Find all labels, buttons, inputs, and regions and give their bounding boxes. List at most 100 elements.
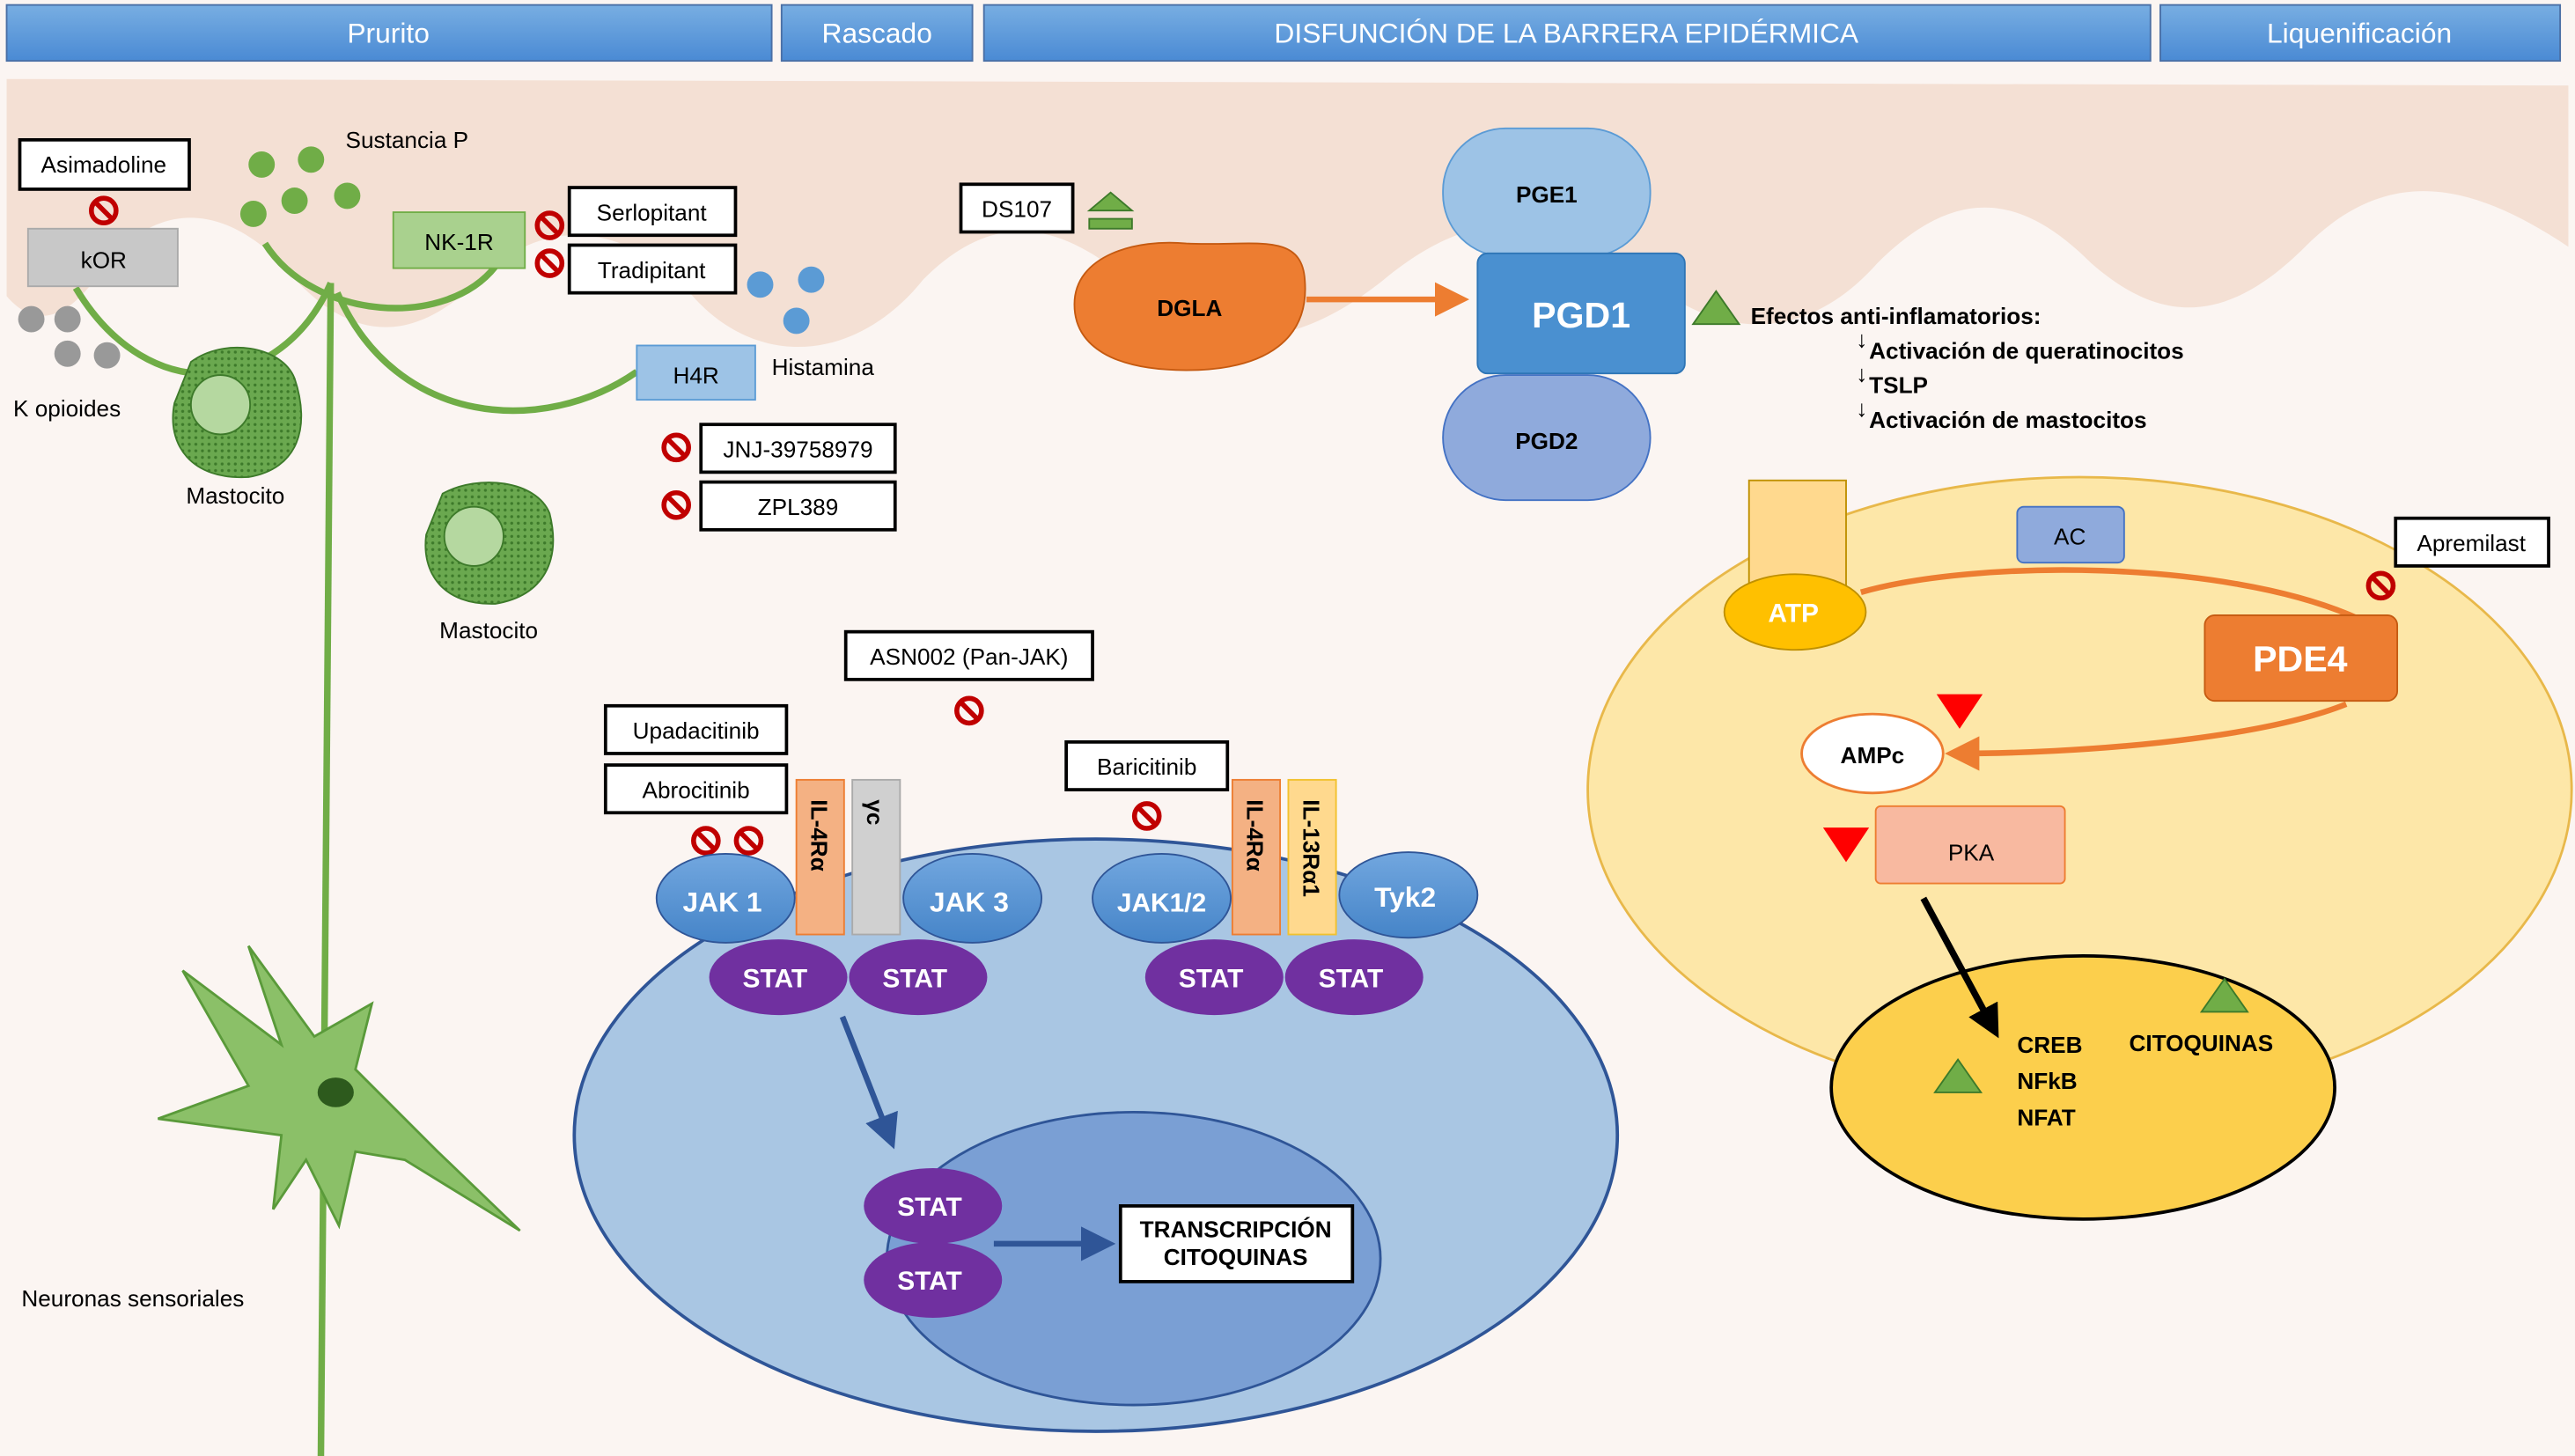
asn002-box xyxy=(843,629,1094,681)
jak1-label: JAK 1 xyxy=(683,886,762,917)
nfkb-label: NFkB xyxy=(2017,1068,2077,1094)
jak1: JAK 1 xyxy=(655,853,796,944)
citoquinas-label: CITOQUINAS xyxy=(1164,1244,1308,1270)
transcription-box xyxy=(1118,1204,1355,1283)
arrow-pka-to-nucleus xyxy=(1920,896,1999,1039)
transcripcion-label: TRANSCRIPCIÓN xyxy=(1140,1216,1332,1242)
header-liquenificacion-label: Liquenificación xyxy=(2267,18,2452,49)
sustancia-p-label: Sustancia P xyxy=(346,127,469,153)
il13ra1-label: IL-13Rα1 xyxy=(1298,799,1324,897)
efecto-item: TSLP xyxy=(1869,372,1928,399)
baricitinib-label: Baricitinib xyxy=(1097,754,1196,780)
nfat-label: NFAT xyxy=(2017,1104,2075,1130)
pgd2-label: PGD2 xyxy=(1515,428,1578,454)
neuronas-label: Neuronas sensoriales xyxy=(21,1285,244,1312)
dgla-label: DGLA xyxy=(1157,295,1222,321)
tradipitant-label: Tradipitant xyxy=(598,257,706,283)
epidermis-layer xyxy=(6,78,2569,348)
nk1r-label: NK-1R xyxy=(424,229,493,255)
ds107-label: DS107 xyxy=(982,196,1052,223)
stat: STAT xyxy=(864,1167,1003,1244)
asn002-label: ASN002 (Pan-JAK) xyxy=(870,643,1068,670)
il4ra-label: IL-4Rα xyxy=(806,799,832,871)
abrocitinib-box xyxy=(603,763,789,815)
inhibitor-icon xyxy=(1135,804,1159,828)
mast-cell xyxy=(172,346,303,479)
header-rascado xyxy=(780,4,974,63)
mast-cell xyxy=(424,482,555,605)
efecto-item: Activación de queratinocitos xyxy=(1869,337,2184,364)
baricitinib-box xyxy=(1064,740,1230,791)
creb-label: CREB xyxy=(2017,1032,2082,1058)
stat-label: STAT xyxy=(897,1193,962,1222)
kor-receptor xyxy=(26,227,179,288)
jnj-box xyxy=(699,423,897,474)
decrease-icon xyxy=(1822,827,1870,863)
arrow-atp-to-pde4 xyxy=(1859,567,2356,620)
stat-label: STAT xyxy=(1319,964,1384,993)
header-disfuncion xyxy=(982,4,2152,63)
ampc xyxy=(1800,712,1945,795)
sensory-neuron xyxy=(72,241,639,1456)
header-disfuncion-label: DISFUNCIÓN DE LA BARRERA EPIDÉRMICA xyxy=(1274,18,1858,49)
header-prurito xyxy=(5,4,773,63)
jak12-label: JAK1/2 xyxy=(1117,888,1206,917)
inhibitor-icon xyxy=(664,493,688,518)
efectos-list: ↓ Activación de queratinocitos ↓ TSLP ↓ … xyxy=(1856,326,2183,433)
arrow-stat-to-nucleus xyxy=(839,1015,898,1150)
pka xyxy=(1874,805,2066,885)
ac-enzyme xyxy=(2016,505,2125,564)
k-opioides-label: K opioides xyxy=(13,395,121,422)
pde4-label: PDE4 xyxy=(2253,639,2348,680)
pka-label: PKA xyxy=(1948,839,1995,865)
jak3: JAK 3 xyxy=(902,853,1043,944)
zpl-label: ZPL389 xyxy=(758,494,839,520)
il13ra1-receptor xyxy=(1287,778,1337,936)
il4ra-receptor xyxy=(1231,778,1282,936)
header-rascado-label: Rascado xyxy=(822,18,932,49)
kor-label: kOR xyxy=(81,247,127,274)
atp xyxy=(1723,573,1867,651)
stat-label: STAT xyxy=(897,1267,962,1296)
decrease-arrow-icon: ↓ xyxy=(1856,361,1867,387)
stat-label: STAT xyxy=(882,964,947,993)
serlopitant-label: Serlopitant xyxy=(597,199,708,225)
stat-label: STAT xyxy=(743,964,808,993)
histamina-label: Histamina xyxy=(772,354,875,380)
pgd2 xyxy=(1442,374,1652,502)
apremilast-box xyxy=(2394,516,2550,568)
header-liquenificacion xyxy=(2159,4,2562,63)
decrease-arrow-icon: ↓ xyxy=(1856,395,1867,422)
ac-label: AC xyxy=(2054,524,2086,550)
mast-cell-label: Mastocito xyxy=(186,482,284,509)
efectos-title: Efectos anti-inflamatorios: xyxy=(1751,303,2042,329)
stat-label: STAT xyxy=(1179,964,1244,993)
k-opioid-molecules xyxy=(18,305,121,369)
tyk2: Tyk2 xyxy=(1338,851,1479,939)
upadacitinib-label: Upadacitinib xyxy=(633,717,760,744)
pgd1-label: PGD1 xyxy=(1532,295,1630,335)
arrow-pde4-to-ampc xyxy=(1945,701,2348,771)
serlopitant-box xyxy=(567,186,738,238)
stat: STAT xyxy=(1144,939,1284,1016)
inhibitor-icon xyxy=(694,828,718,853)
asimadoline-box xyxy=(18,137,191,191)
decrease-icon xyxy=(1936,694,1983,729)
citoquinas-label: CITOQUINAS xyxy=(2129,1030,2273,1056)
zpl-box xyxy=(699,480,897,532)
stat: STAT xyxy=(864,1242,1003,1319)
h4r-receptor xyxy=(636,344,756,401)
jak3-label: JAK 3 xyxy=(930,886,1009,917)
pgd1 xyxy=(1476,252,1686,375)
increase-icon xyxy=(1086,191,1135,212)
yc-receptor xyxy=(851,778,901,936)
equal-bar-icon xyxy=(1088,217,1133,230)
inhibitor-icon xyxy=(537,251,562,276)
sustancia-p-molecules xyxy=(239,146,361,227)
atp-label: ATP xyxy=(1768,599,1819,628)
tyk2-label: Tyk2 xyxy=(1374,881,1436,913)
inhibitor-icon xyxy=(957,698,982,723)
asimadoline-label: Asimadoline xyxy=(41,151,166,178)
efecto-item: Activación de mastocitos xyxy=(1869,407,2146,433)
